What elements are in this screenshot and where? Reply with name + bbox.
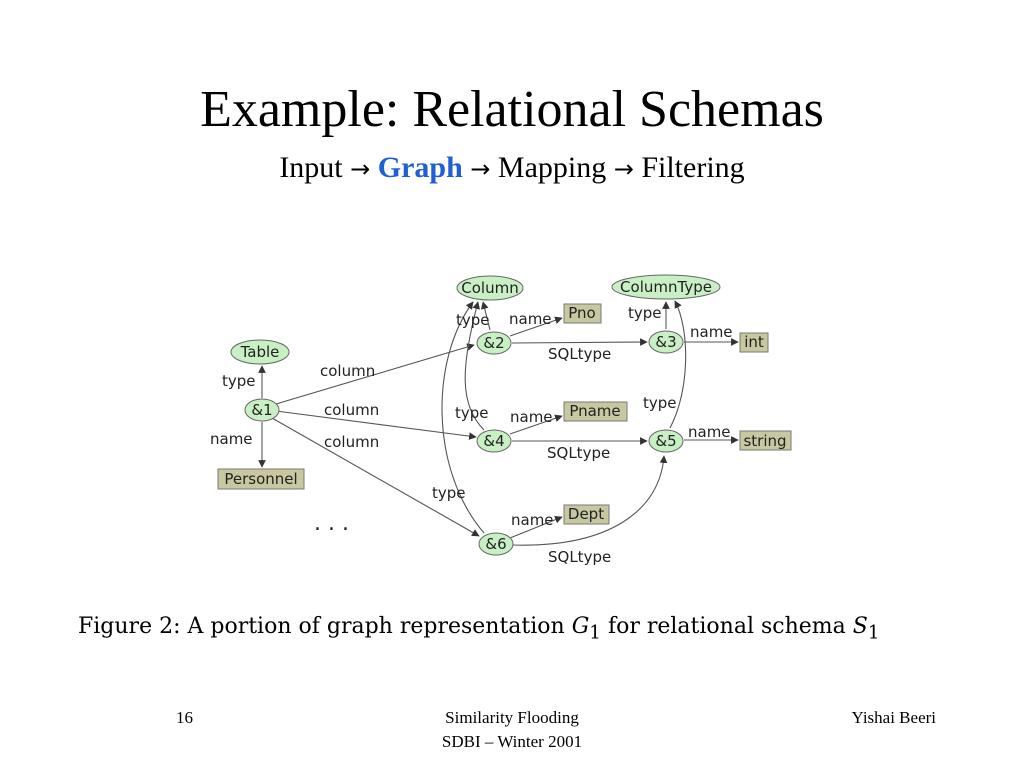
svg-text:&6: &6 (485, 535, 506, 553)
edge-n4-type (464, 301, 485, 431)
edge-label: name (510, 408, 553, 426)
edge-label: column (324, 401, 379, 419)
leaf-pname: Pname (563, 401, 628, 422)
page-number: 16 (176, 708, 193, 727)
caption-s: S (852, 614, 868, 639)
edge-label: column (320, 362, 375, 380)
edge-label: type (432, 484, 466, 502)
graph-edges (258, 300, 739, 546)
class-node-column: Column (456, 275, 524, 301)
edge-label: name (690, 323, 733, 341)
caption-g-sub: 1 (589, 622, 601, 644)
arrow-icon: → (613, 155, 634, 183)
node-n6: &6 (478, 532, 514, 556)
leaf-dept: Dept (563, 504, 610, 525)
edge-n4-name (509, 414, 563, 435)
edge-n5-type (669, 300, 687, 429)
step-input: Input (279, 151, 343, 184)
arrow-icon: → (470, 155, 491, 183)
footer-center: Similarity Flooding SDBI – Winter 2001 (0, 706, 1024, 754)
edge-label: name (509, 310, 552, 328)
edge-label: name (511, 511, 554, 529)
svg-text:Personnel: Personnel (224, 470, 297, 488)
svg-text:&3: &3 (655, 333, 676, 351)
step-graph: Graph (377, 151, 463, 184)
edge-n6-sqltype (511, 455, 668, 546)
slide-title: Example: Relational Schemas (200, 81, 824, 138)
edge-labels: type name column column column type name… (210, 304, 733, 566)
edge-n2-type (480, 301, 491, 331)
svg-text:string: string (743, 432, 786, 450)
leaf-string: string (739, 430, 792, 451)
svg-text:Pno: Pno (568, 304, 595, 322)
svg-text:int: int (744, 333, 764, 351)
node-n5: &5 (648, 429, 684, 453)
svg-text:&1: &1 (251, 401, 272, 419)
svg-text:&5: &5 (655, 432, 676, 450)
edge-label: name (688, 423, 731, 441)
svg-text:Table: Table (240, 343, 280, 361)
edge-n1-column-n2 (275, 343, 475, 405)
edge-n2-name (509, 316, 563, 337)
edge-label: SQLtype (548, 548, 611, 566)
class-node-columntype: ColumnType (611, 274, 721, 300)
edge-label: name (210, 430, 253, 448)
svg-text:&2: &2 (483, 334, 504, 352)
edge-n1-column-n4 (275, 410, 477, 440)
caption-middle: for relational schema (600, 614, 853, 639)
slide-subtitle: Input → Graph → Mapping → Filtering (0, 150, 1024, 187)
node-n1: &1 (244, 398, 280, 422)
svg-text:Pname: Pname (569, 402, 620, 420)
svg-text:ColumnType: ColumnType (620, 278, 712, 296)
leaf-int: int (739, 332, 769, 353)
edge-label: SQLtype (547, 444, 610, 462)
edge-n2-sqltype (511, 338, 648, 346)
caption-g: G (571, 614, 590, 639)
footer-course-term: SDBI – Winter 2001 (441, 732, 583, 751)
arrow-icon: → (350, 155, 371, 183)
edge-label: type (643, 394, 677, 412)
caption-prefix: Figure 2: A portion of graph representat… (78, 614, 572, 639)
edge-label: type (455, 404, 489, 422)
edge-label: type (456, 311, 490, 329)
leaf-personnel: Personnel (217, 468, 305, 490)
leaf-pno: Pno (563, 303, 602, 324)
svg-text:Dept: Dept (568, 505, 604, 523)
node-n2: &2 (476, 331, 512, 355)
node-n4: &4 (476, 429, 512, 453)
edge-n1-column-n6 (271, 417, 480, 537)
edge-label: type (222, 372, 256, 390)
footer-course-title: Similarity Flooding (445, 708, 579, 727)
caption-s-sub: 1 (867, 622, 880, 644)
ellipsis-text: . . . (314, 511, 349, 536)
figure-caption: Figure 2: A portion of graph representat… (78, 614, 880, 643)
node-n3: &3 (648, 330, 684, 354)
svg-text:Column: Column (461, 279, 518, 297)
step-mapping: Mapping (497, 151, 607, 184)
edge-n6-name (509, 516, 563, 539)
edge-label: type (628, 304, 662, 322)
edge-label: column (324, 433, 379, 451)
step-filtering: Filtering (641, 151, 745, 184)
class-node-table: Table (230, 339, 290, 365)
edge-n6-type (441, 301, 485, 534)
svg-text:&4: &4 (483, 432, 504, 450)
footer-author: Yishai Beeri (851, 708, 936, 727)
edge-label: SQLtype (548, 345, 611, 363)
